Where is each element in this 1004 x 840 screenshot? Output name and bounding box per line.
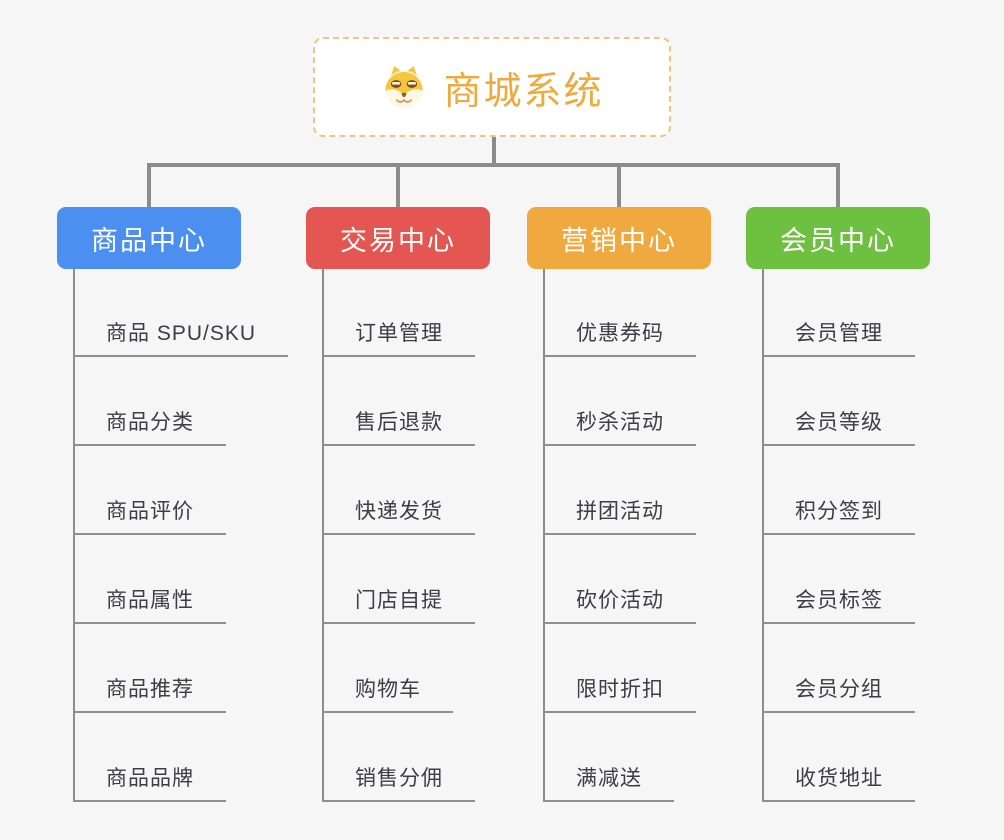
- child-node[interactable]: 拼团活动: [543, 497, 696, 535]
- child-node[interactable]: 会员标签: [762, 586, 915, 624]
- connector-harness: [147, 163, 840, 167]
- branch-node[interactable]: 会员中心: [746, 207, 930, 269]
- child-node[interactable]: 商品分类: [73, 408, 226, 446]
- connector-branch-trunk: [543, 269, 545, 802]
- child-node[interactable]: 商品评价: [73, 497, 226, 535]
- connector-root-drop: [492, 137, 496, 167]
- connector-branch-trunk: [73, 269, 75, 802]
- shiba-dog-icon: [380, 64, 428, 110]
- child-node[interactable]: 满减送: [543, 764, 674, 802]
- child-node[interactable]: 积分签到: [762, 497, 915, 535]
- child-node[interactable]: 订单管理: [322, 319, 475, 357]
- connector-branch-trunk: [322, 269, 324, 802]
- connector-branch-trunk: [762, 269, 764, 802]
- branch-node[interactable]: 商品中心: [57, 207, 241, 269]
- child-node[interactable]: 快递发货: [322, 497, 475, 535]
- child-node[interactable]: 会员分组: [762, 675, 915, 713]
- child-node[interactable]: 购物车: [322, 675, 453, 713]
- child-node[interactable]: 商品品牌: [73, 764, 226, 802]
- connector-branch-drop: [396, 163, 400, 207]
- child-node[interactable]: 商品推荐: [73, 675, 226, 713]
- connector-branch-drop: [836, 163, 840, 207]
- child-node[interactable]: 限时折扣: [543, 675, 696, 713]
- branch-node[interactable]: 交易中心: [306, 207, 490, 269]
- connector-branch-drop: [147, 163, 151, 207]
- child-node[interactable]: 收货地址: [762, 764, 915, 802]
- child-node[interactable]: 售后退款: [322, 408, 475, 446]
- child-node[interactable]: 秒杀活动: [543, 408, 696, 446]
- child-node[interactable]: 优惠券码: [543, 319, 696, 357]
- root-node[interactable]: 商城系统: [313, 37, 671, 137]
- child-node[interactable]: 会员管理: [762, 319, 915, 357]
- child-node[interactable]: 销售分佣: [322, 764, 475, 802]
- branch-node[interactable]: 营销中心: [527, 207, 711, 269]
- connector-branch-drop: [617, 163, 621, 207]
- child-node[interactable]: 商品 SPU/SKU: [73, 319, 289, 357]
- child-node[interactable]: 会员等级: [762, 408, 915, 446]
- child-node[interactable]: 商品属性: [73, 586, 226, 624]
- root-node-title: 商城系统: [443, 70, 604, 113]
- child-node[interactable]: 砍价活动: [543, 586, 696, 624]
- child-node[interactable]: 门店自提: [322, 586, 475, 624]
